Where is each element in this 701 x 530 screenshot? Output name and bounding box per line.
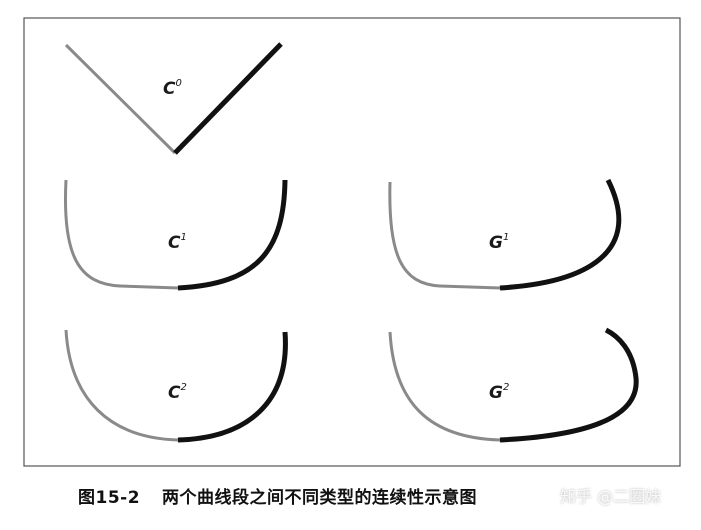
g2-light-segment <box>388 331 501 442</box>
panel-g1: G1 <box>388 178 622 291</box>
figure-caption: 图15-2 两个曲线段之间不同类型的连续性示意图 <box>78 483 477 508</box>
figure-caption-text: 两个曲线段之间不同类型的连续性示意图 <box>162 488 478 508</box>
c0-dark-segment <box>173 42 283 155</box>
c1-light-segment <box>63 179 179 290</box>
c0-label: C0 <box>163 78 182 99</box>
c1-label: C1 <box>168 232 187 253</box>
panel-c1: C1 <box>63 179 288 291</box>
g2-label: G2 <box>489 382 509 403</box>
continuity-figure: C0 C1 G1 C2 <box>23 17 681 467</box>
c2-label: C2 <box>168 382 187 403</box>
panel-g2: G2 <box>388 327 639 443</box>
g1-dark-segment <box>499 178 622 291</box>
c1-dark-segment <box>177 179 288 291</box>
c2-light-segment <box>64 329 179 442</box>
g2-dark-segment <box>499 327 639 443</box>
g1-light-segment <box>388 181 501 290</box>
c2-dark-segment <box>177 331 288 443</box>
panel-c2: C2 <box>64 329 288 443</box>
figure-number: 图15-2 <box>78 488 141 508</box>
c0-light-segment <box>64 43 177 155</box>
figure-frame <box>23 17 681 467</box>
panel-c0: C0 <box>64 42 283 155</box>
watermark: 知乎 @二圈妹 <box>560 487 662 506</box>
g1-label: G1 <box>489 232 509 253</box>
